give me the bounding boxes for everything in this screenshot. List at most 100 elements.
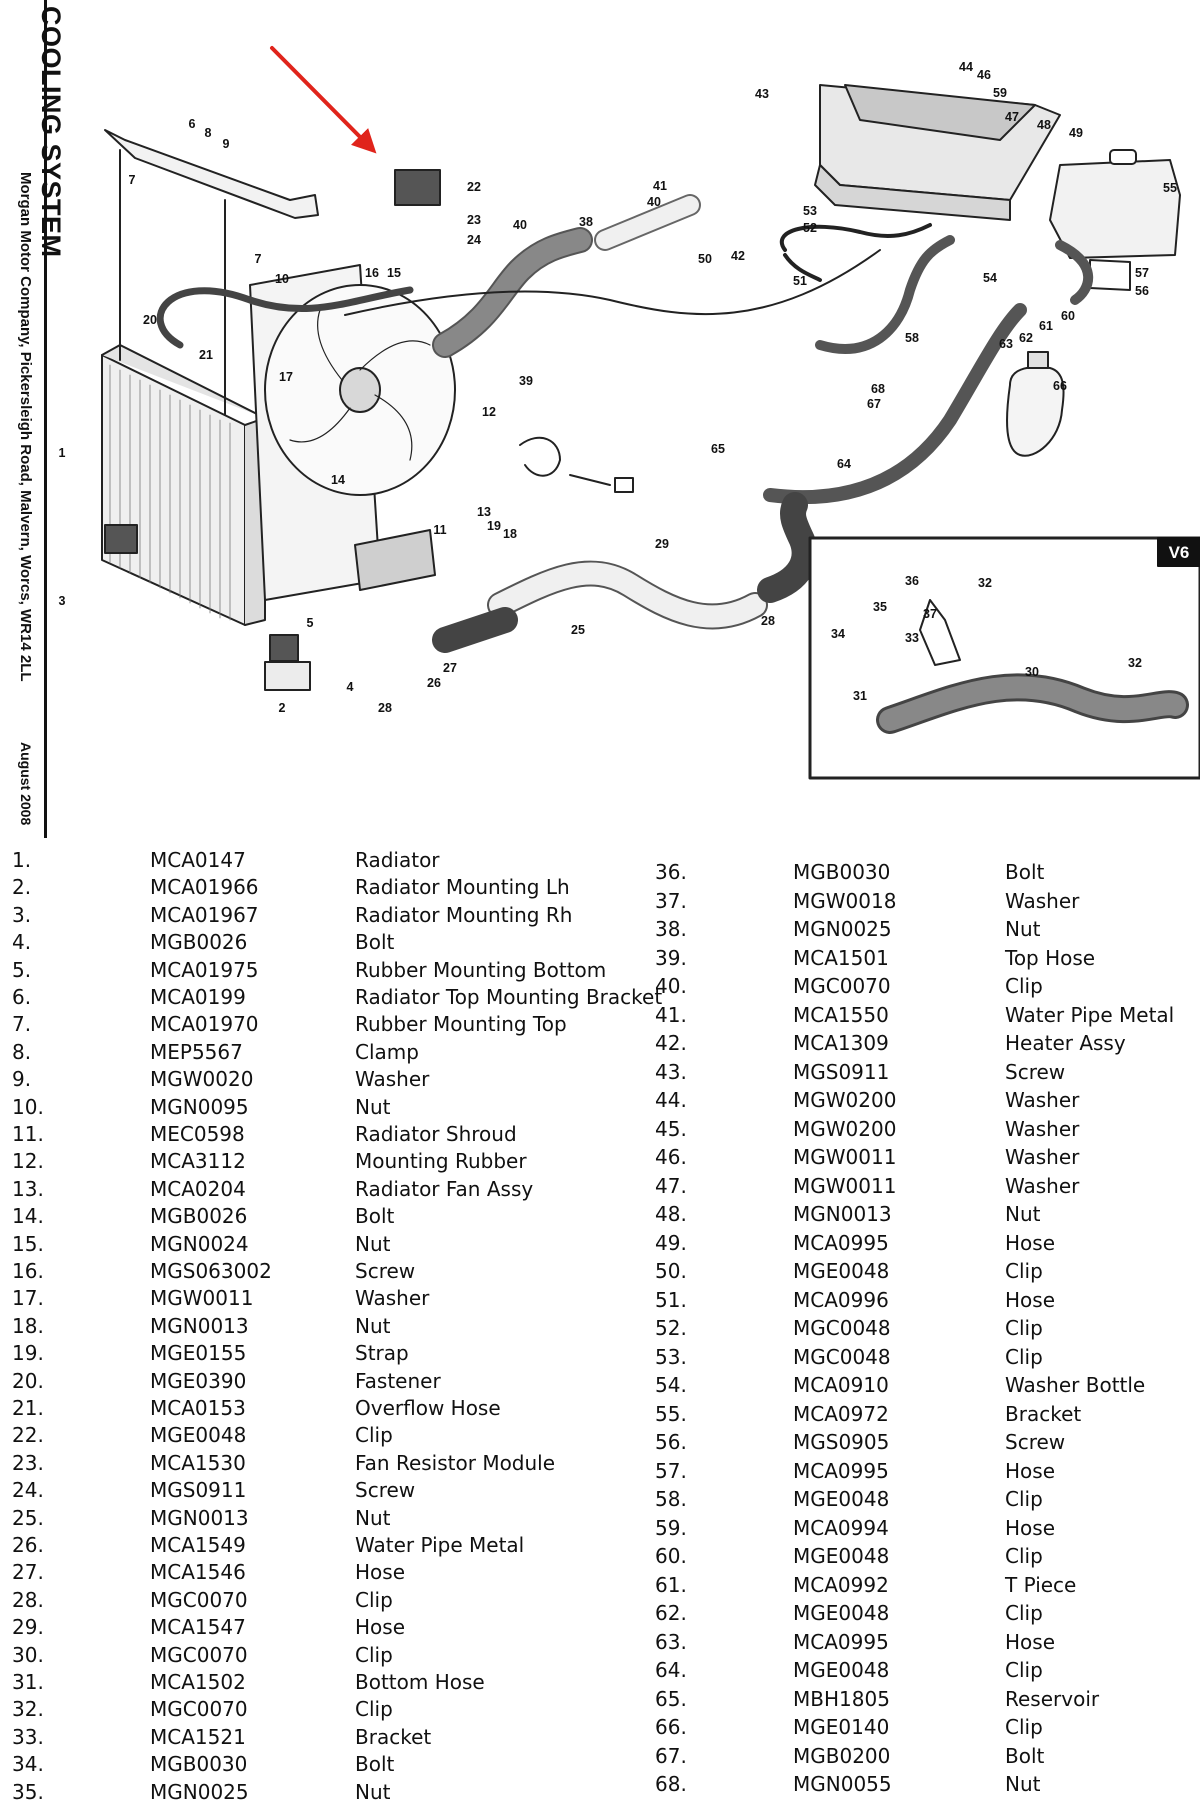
- part-number: 65.: [655, 1686, 687, 1711]
- radiator: [101, 344, 266, 626]
- callout-62: 62: [1019, 331, 1033, 345]
- part-number: 9.: [12, 1067, 32, 1092]
- part-code: MBH1805: [793, 1686, 890, 1711]
- callout-6: 6: [189, 117, 196, 131]
- part-code: MCA01966: [150, 875, 259, 900]
- part-number: 16.: [12, 1259, 44, 1283]
- part-code: MGN0095: [150, 1094, 249, 1119]
- part-number: 8.: [12, 1039, 32, 1064]
- part-number: 44.: [655, 1088, 687, 1112]
- callout-17: 17: [279, 370, 293, 384]
- callout-labels: 1234567789101112131415161718192021222324…: [59, 60, 1177, 715]
- part-number: 3.: [12, 902, 32, 927]
- part-number: 12.: [12, 1149, 44, 1174]
- callout-63: 63: [999, 337, 1013, 351]
- part-number: 1.: [12, 848, 32, 872]
- part-code: MGS0905: [793, 1430, 890, 1454]
- callout-15: 15: [387, 266, 401, 280]
- part-code: MCA1502: [150, 1670, 246, 1694]
- part-number: 35.: [12, 1779, 44, 1804]
- part-number: 31.: [12, 1670, 44, 1694]
- part-description: Strap: [355, 1341, 409, 1366]
- part-code: MGN0024: [150, 1231, 249, 1256]
- part-number: 18.: [12, 1313, 44, 1338]
- part-code: MGB0026: [150, 930, 248, 955]
- part-code: MGS063002: [150, 1259, 272, 1283]
- part-code: MGW0200: [793, 1088, 897, 1112]
- part-description: Bracket: [355, 1724, 432, 1749]
- cooling-system-diagram: 1234567789101112131415161718192021222324…: [59, 46, 1200, 780]
- v6-label: V6: [1169, 543, 1190, 562]
- part-description: Clip: [1005, 1715, 1043, 1739]
- callout-32: 32: [1128, 656, 1142, 670]
- callout-61: 61: [1039, 319, 1053, 333]
- part-description: Washer: [1005, 1173, 1080, 1198]
- part-number: 48.: [655, 1202, 687, 1226]
- part-description: Screw: [1005, 1059, 1066, 1084]
- part-description: Clip: [1005, 1344, 1043, 1369]
- part-number: 50.: [655, 1259, 687, 1283]
- part-code: MGN0013: [150, 1505, 249, 1530]
- callout-60: 60: [1061, 309, 1075, 323]
- part-number: 54.: [655, 1373, 687, 1397]
- part-number: 26.: [12, 1533, 44, 1557]
- callout-29: 29: [655, 537, 669, 551]
- part-code: MGC0070: [150, 1642, 248, 1667]
- part-description: Bolt: [1005, 860, 1045, 884]
- callout-34: 34: [831, 627, 845, 641]
- part-description: Clip: [355, 1423, 393, 1448]
- part-code: MCA0995: [793, 1629, 889, 1654]
- part-description: Clip: [1005, 1544, 1043, 1568]
- callout-5: 5: [307, 616, 314, 630]
- heater-assy: [814, 84, 1061, 221]
- part-number: 5.: [12, 957, 32, 982]
- callout-67: 67: [867, 397, 881, 411]
- part-code: MGE0048: [793, 1658, 890, 1682]
- part-description: Washer Bottle: [1005, 1373, 1146, 1397]
- callout-57: 57: [1135, 266, 1149, 280]
- part-description: Washer: [1005, 888, 1080, 913]
- part-number: 30.: [12, 1642, 44, 1667]
- part-code: MCA3112: [150, 1149, 246, 1174]
- washer-bottle: [1049, 159, 1181, 259]
- part-number: 2.: [12, 875, 32, 900]
- part-description: Nut: [355, 1094, 391, 1119]
- part-number: 42.: [655, 1031, 687, 1055]
- part-number: 15.: [12, 1231, 44, 1256]
- part-number: 14.: [12, 1204, 44, 1229]
- part-description: Nut: [355, 1505, 391, 1530]
- part-code: MGC0070: [793, 974, 891, 998]
- part-code: MCA0910: [793, 1373, 889, 1397]
- part-code: MGC0048: [793, 1344, 891, 1369]
- part-number: 60.: [655, 1544, 687, 1568]
- part-number: 56.: [655, 1430, 687, 1454]
- callout-66: 66: [1053, 379, 1067, 393]
- part-number: 13.: [12, 1176, 44, 1201]
- part-number: 45.: [655, 1116, 687, 1141]
- part-description: Nut: [1005, 1772, 1041, 1796]
- part-description: Hose: [1005, 1230, 1055, 1255]
- part-description: Screw: [355, 1478, 416, 1503]
- part-code: MGS0911: [150, 1478, 247, 1503]
- part-description: Clip: [355, 1642, 393, 1667]
- part-code: MGE0048: [793, 1601, 890, 1625]
- part-code: MGC0070: [150, 1697, 248, 1722]
- part-number: 58.: [655, 1487, 687, 1511]
- part-description: Nut: [1005, 1202, 1041, 1226]
- part-number: 41.: [655, 1002, 687, 1027]
- part-description: Rubber Mounting Top: [355, 1012, 567, 1037]
- callout-3: 3: [59, 594, 66, 608]
- part-code: MGN0025: [150, 1779, 249, 1804]
- part-code: MGE0048: [150, 1423, 247, 1448]
- part-description: Screw: [355, 1259, 416, 1283]
- part-number: 64.: [655, 1658, 687, 1682]
- part-code: MCA1549: [150, 1533, 246, 1557]
- part-code: MGE0048: [793, 1487, 890, 1511]
- callout-20: 20: [143, 313, 157, 327]
- part-number: 23.: [12, 1450, 44, 1475]
- part-code: MGC0048: [793, 1316, 891, 1340]
- part-description: Clip: [1005, 1658, 1043, 1682]
- part-code: MGE0390: [150, 1368, 247, 1393]
- part-number: 38.: [655, 917, 687, 941]
